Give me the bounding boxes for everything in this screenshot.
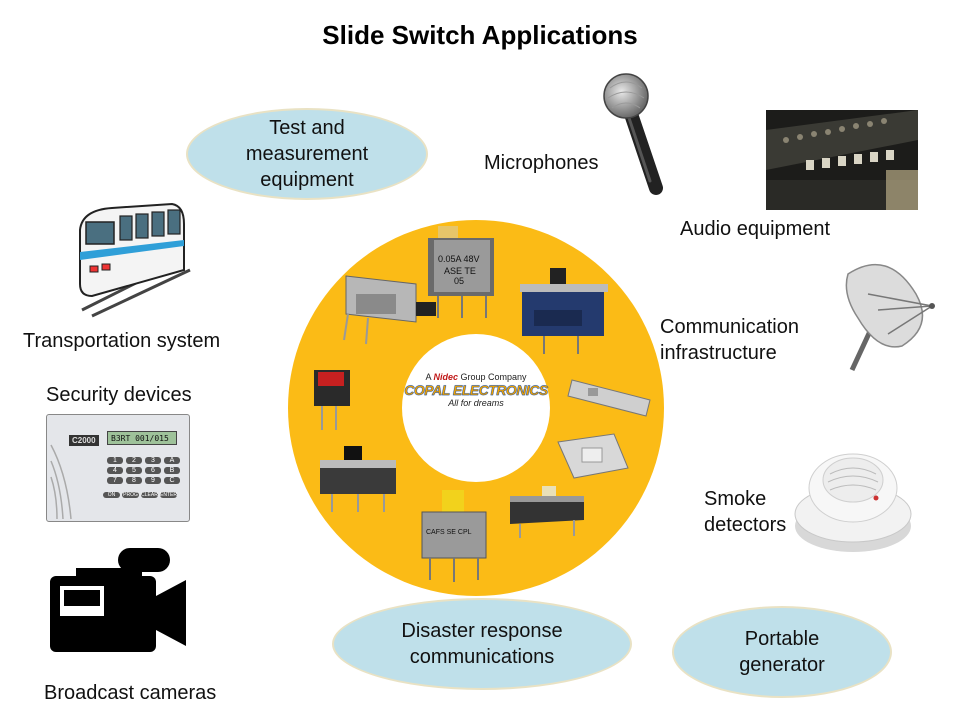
key-button[interactable]: 8: [126, 477, 142, 484]
key-button[interactable]: 9: [145, 477, 161, 484]
logo-brand: Nidec: [433, 372, 458, 382]
test-measurement-oval: Test and measurement equipment: [186, 108, 428, 200]
key-button[interactable]: ON: [103, 492, 120, 498]
key-button[interactable]: 7: [107, 477, 123, 484]
disaster-response-oval: Disaster response communications: [332, 598, 632, 690]
key-button[interactable]: 3: [145, 457, 161, 464]
logo-tagline: All for dreams: [448, 398, 504, 408]
switch-left-top: [343, 275, 436, 345]
switch-marking: ASE TE: [444, 266, 476, 276]
train-icon: [79, 202, 191, 318]
keypad-lines: [50, 444, 72, 520]
broadcast-cameras-label: Broadcast cameras: [44, 682, 217, 704]
disaster-line1: Disaster response: [401, 620, 563, 642]
video-camera-icon: [50, 548, 186, 652]
key-button[interactable]: ENTER: [160, 492, 177, 498]
switch-bottom: CAFS SE CPL: [421, 490, 487, 582]
key-button[interactable]: 5: [126, 467, 142, 474]
audio-mixer-icon: [766, 110, 918, 210]
switch-black: [320, 446, 396, 512]
key-button[interactable]: A: [164, 457, 180, 464]
switch-small: [557, 433, 629, 479]
communication-label: Communication infrastructure: [660, 314, 799, 366]
switch-red: [314, 370, 350, 430]
company-logo: A Nidec Group Company COPAL ELECTRONICS …: [402, 372, 550, 408]
communication-line1: Communication: [660, 316, 799, 338]
smoke-detectors-label: Smoke detectors: [704, 486, 786, 538]
key-button[interactable]: CLEAR: [141, 492, 158, 498]
ring-hub: [402, 334, 550, 482]
disaster-line2: communications: [409, 646, 555, 668]
key-button[interactable]: 1: [107, 457, 123, 464]
logo-suffix: Group Company: [460, 372, 527, 382]
keypad-display: B3RT 001/015: [107, 431, 177, 445]
security-keypad-icon: C2000 B3RT 001/015 1 2 3 A 4 5 6 B 7 8 9…: [46, 414, 190, 522]
switch-blue: [520, 268, 608, 354]
key-button[interactable]: C: [164, 477, 180, 484]
logo-prefix: A: [425, 372, 431, 382]
switch-marking: 05: [454, 276, 464, 286]
microphones-label: Microphones: [484, 152, 599, 174]
key-button[interactable]: 2: [126, 457, 142, 464]
security-devices-label: Security devices: [46, 384, 192, 406]
smoke-line2: detectors: [704, 514, 787, 536]
smoke-detector-icon: [794, 453, 912, 552]
smoke-line1: Smoke: [704, 488, 767, 510]
switch-bottom-right: [510, 486, 584, 538]
test-label-line3: equipment: [260, 169, 354, 191]
portable-line2: generator: [739, 654, 825, 676]
keypad-brand: C2000: [69, 435, 99, 446]
key-button[interactable]: 6: [145, 467, 161, 474]
microphone-icon: [603, 73, 663, 195]
key-button[interactable]: PROG: [122, 492, 139, 498]
audio-equipment-label: Audio equipment: [680, 218, 831, 240]
key-button[interactable]: 4: [107, 467, 123, 474]
satellite-dish-icon: [845, 263, 935, 372]
portable-line1: Portable: [744, 628, 820, 650]
test-label-line2: measurement: [245, 143, 369, 165]
transportation-label: Transportation system: [23, 330, 221, 352]
page-title: Slide Switch Applications: [322, 20, 638, 50]
switch-top: 0.05A 48V ASE TE 05: [428, 226, 494, 318]
switch-marking: 0.05A 48V: [438, 254, 480, 264]
test-label-line1: Test and: [269, 117, 345, 139]
logo-name: COPAL ELECTRONICS: [404, 382, 548, 398]
switch-thin: [567, 379, 651, 417]
portable-generator-oval: Portable generator: [672, 606, 892, 698]
key-button[interactable]: B: [164, 467, 180, 474]
switch-components: 0.05A 48V ASE TE 05: [314, 226, 651, 582]
keypad-grid: 1 2 3 A 4 5 6 B 7 8 9 C ON PROG CLEAR EN…: [103, 457, 183, 498]
switch-marking: CAFS SE CPL: [426, 529, 472, 536]
communication-line2: infrastructure: [660, 342, 777, 364]
